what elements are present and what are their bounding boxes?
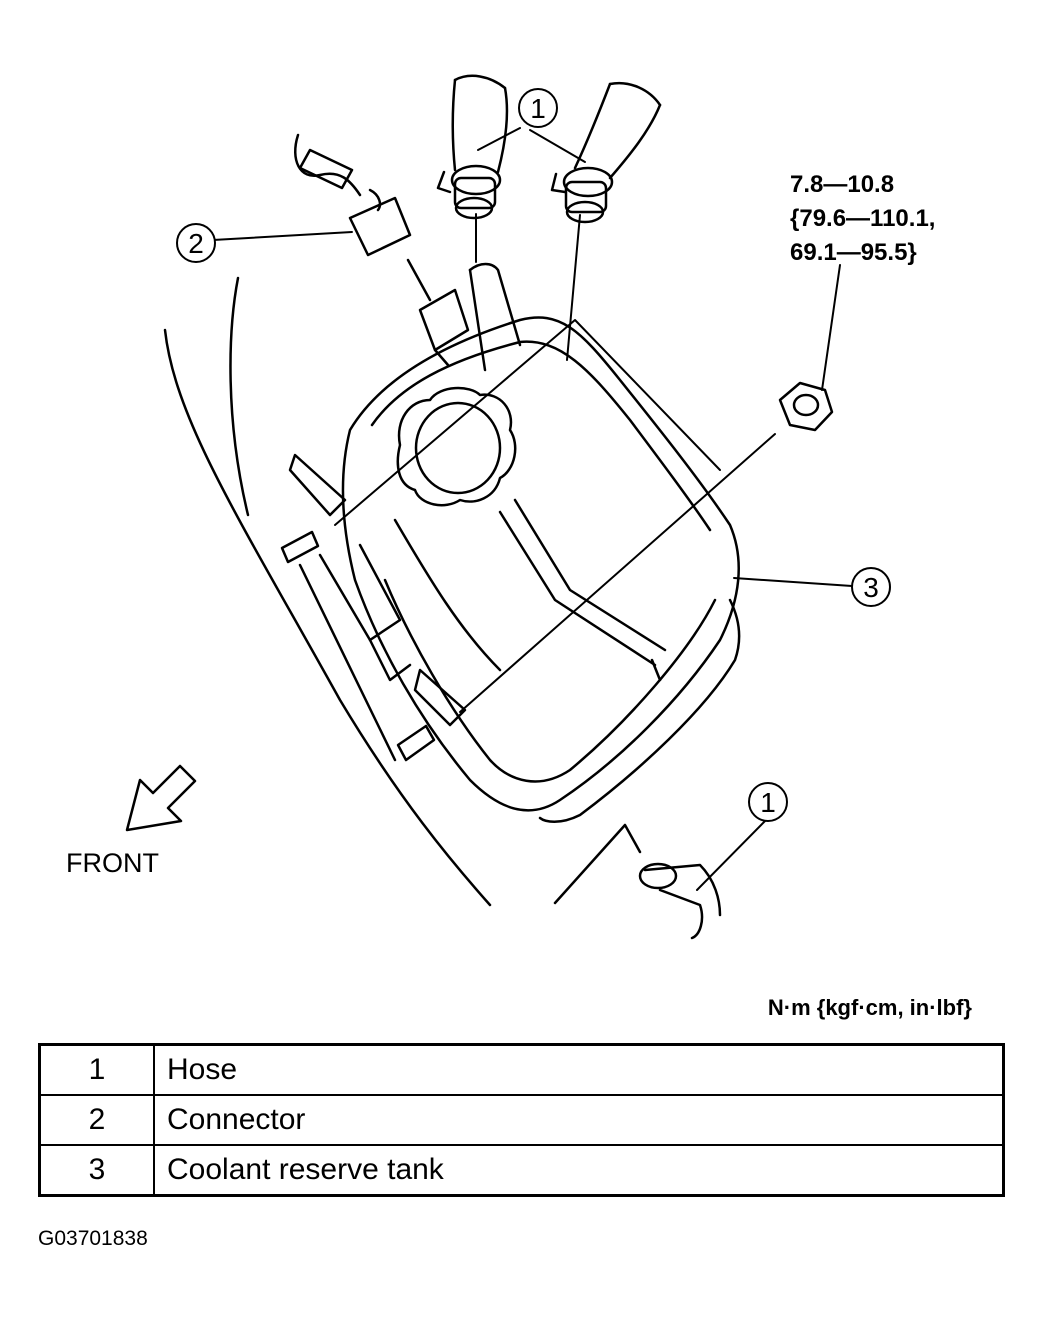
units-label: N·m {kgf·cm, in·lbf}	[767, 995, 972, 1020]
callout-number: 2	[188, 228, 204, 259]
nut-part	[778, 381, 834, 432]
table-row: 2 Connector	[38, 1094, 1005, 1146]
callout-number: 1	[530, 93, 546, 124]
callout-number: 1	[760, 787, 776, 818]
torque-spec-line3: 69.1—95.5}	[790, 239, 917, 266]
part-number: 3	[38, 1144, 155, 1197]
part-number: 2	[38, 1094, 155, 1146]
callout-number: 3	[863, 572, 879, 603]
part-number: 1	[38, 1043, 155, 1096]
callout-tank: 3	[851, 567, 891, 607]
mounting-stud-lower	[396, 724, 436, 762]
lower-hose	[638, 862, 722, 940]
body-panel-lines	[163, 276, 642, 907]
part-name: Connector	[153, 1094, 1005, 1146]
connector-part	[293, 133, 432, 302]
sensor-part	[418, 288, 470, 367]
callout-hose-top: 1	[518, 88, 558, 128]
torque-spec-line1: 7.8—10.8	[790, 171, 895, 198]
upper-hose-left	[436, 74, 509, 220]
parts-table: 1 Hose 2 Connector 3 Coolant reserve tan…	[38, 1043, 1005, 1197]
front-arrow-icon	[125, 764, 197, 832]
callout-connector: 2	[176, 223, 216, 263]
torque-spec-line2: {79.6—110.1,	[790, 205, 936, 232]
coolant-reserve-tank-diagram: 1 2 3 1	[125, 74, 891, 940]
leader-lines	[212, 127, 853, 891]
table-row: 1 Hose	[38, 1043, 1005, 1096]
torque-spec: 7.8—10.8 {79.6—110.1, 69.1—95.5}	[790, 168, 935, 270]
part-name: Hose	[153, 1043, 1005, 1096]
table-row: 3 Coolant reserve tank	[38, 1144, 1005, 1197]
part-name: Coolant reserve tank	[153, 1144, 1005, 1197]
callout-circles: 1 2 3 1	[176, 88, 891, 822]
mounting-stud-upper	[280, 530, 320, 564]
figure-id: G03701838	[38, 1227, 148, 1250]
front-label: FRONT	[66, 848, 159, 878]
callout-hose-bottom: 1	[748, 782, 788, 822]
coolant-reserve-tank-body	[288, 262, 741, 823]
